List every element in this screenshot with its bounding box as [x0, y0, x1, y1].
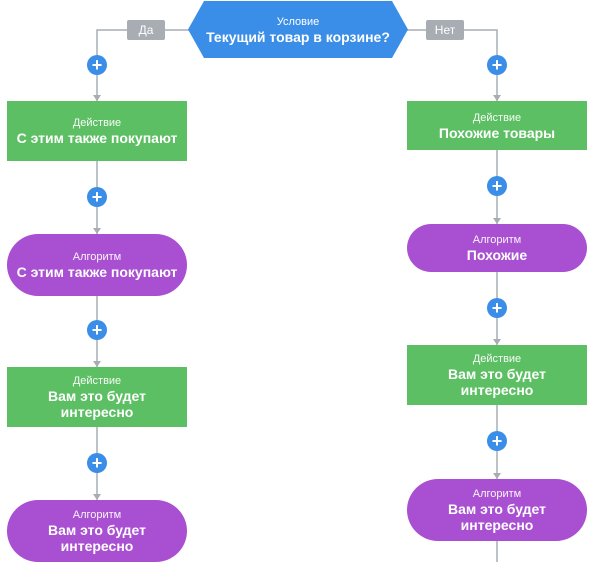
node-kind: Алгоритм: [472, 234, 522, 246]
condition-node[interactable]: Условие Текущий товар в корзине?: [188, 1, 408, 58]
add-step-button[interactable]: +: [87, 187, 107, 207]
add-step-button[interactable]: +: [87, 453, 107, 473]
node-title: С этим также покупают: [16, 264, 178, 280]
node-kind: Действие: [472, 353, 522, 365]
node-title: Вам это будет интересно: [447, 366, 547, 398]
action-node-also-bought[interactable]: Действие С этим также покупают: [7, 101, 187, 161]
node-kind: Алгоритм: [72, 509, 122, 521]
node-title: С этим также покупают: [16, 130, 178, 146]
node-title: Вам это будет интересно: [47, 388, 147, 420]
node-kind: Действие: [72, 375, 122, 387]
algorithm-node-similar[interactable]: Алгоритм Похожие: [407, 224, 587, 272]
node-title: Похожие: [466, 247, 528, 263]
algorithm-node-interesting[interactable]: Алгоритм Вам это будет интересно: [7, 500, 187, 562]
add-step-button[interactable]: +: [487, 298, 507, 318]
add-step-button[interactable]: +: [487, 431, 507, 451]
node-title: Вам это будет интересно: [47, 522, 147, 554]
action-node-interesting[interactable]: Действие Вам это будет интересно: [7, 367, 187, 427]
branch-label-yes: Да: [127, 20, 165, 40]
action-node-similar-products[interactable]: Действие Похожие товары: [407, 101, 587, 150]
condition-hexagon-shape: [188, 1, 408, 58]
node-title: Похожие товары: [438, 124, 556, 141]
node-kind: Действие: [72, 117, 122, 129]
action-node-interesting[interactable]: Действие Вам это будет интересно: [407, 345, 587, 405]
add-step-button[interactable]: +: [487, 176, 507, 196]
algorithm-node-also-bought[interactable]: Алгоритм С этим также покупают: [7, 234, 187, 296]
add-step-button[interactable]: +: [87, 55, 107, 75]
condition-kind: Условие: [276, 15, 320, 28]
add-step-button[interactable]: +: [87, 320, 107, 340]
node-kind: Алгоритм: [472, 488, 522, 500]
node-kind: Алгоритм: [72, 251, 122, 263]
add-step-button[interactable]: +: [487, 55, 507, 75]
algorithm-node-interesting[interactable]: Алгоритм Вам это будет интересно: [407, 479, 587, 541]
branch-label-no: Нет: [426, 20, 464, 40]
condition-title: Текущий товар в корзине?: [206, 28, 390, 45]
node-title: Вам это будет интересно: [447, 501, 547, 533]
node-kind: Действие: [472, 111, 522, 124]
